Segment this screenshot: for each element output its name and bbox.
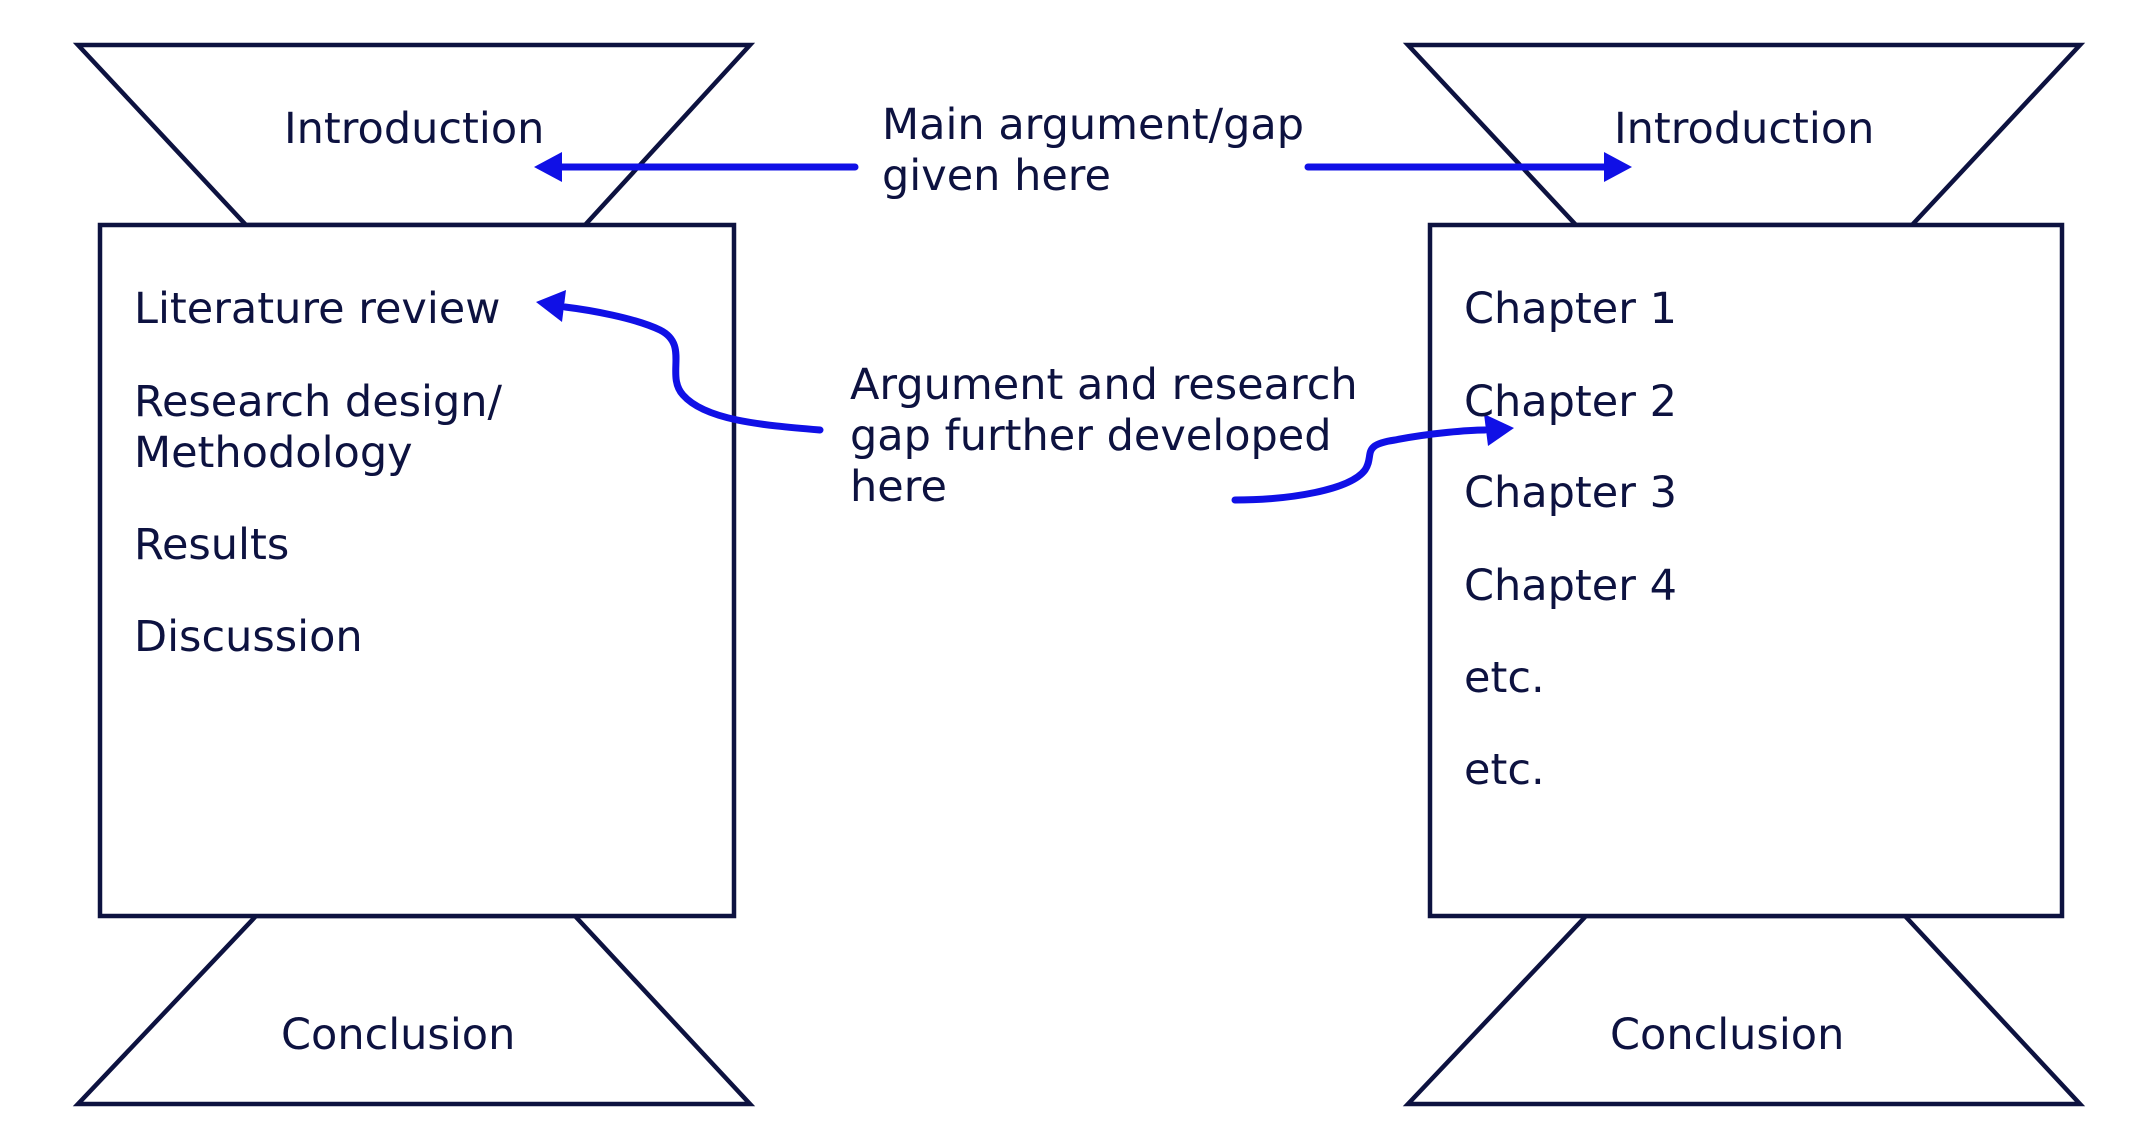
- right-body-item-etc-1: etc.: [1464, 653, 1545, 703]
- right-body-box: [1427, 222, 2065, 919]
- right-body-item-chapter-2: Chapter 2: [1464, 377, 1677, 427]
- left-body-item-discussion: Discussion: [134, 612, 363, 662]
- main-argument-annotation: Main argument/gap given here: [882, 100, 1305, 201]
- right-body-item-etc-2: etc.: [1464, 745, 1545, 795]
- arrowhead-right-introduction: [1604, 152, 1632, 182]
- arrowhead-chapter-2: [1484, 414, 1514, 446]
- arrow-to-chapter-2: [1231, 426, 1489, 504]
- right-body-item-chapter-3: Chapter 3: [1464, 468, 1677, 518]
- arrow-to-literature-review: [561, 303, 824, 434]
- argument-developed-annotation: Argument and research gap further develo…: [850, 360, 1358, 512]
- left-conclusion-label: Conclusion: [281, 1010, 516, 1060]
- left-body-item-literature-review: Literature review: [134, 284, 501, 334]
- right-body-item-chapter-1: Chapter 1: [1464, 284, 1677, 334]
- arrowhead-literature-review: [536, 290, 566, 322]
- left-body-item-results: Results: [134, 520, 290, 570]
- arrowhead-left-introduction: [534, 152, 562, 182]
- right-conclusion-label: Conclusion: [1610, 1010, 1845, 1060]
- left-body-item-research-design: Research design/ Methodology: [134, 377, 503, 478]
- right-body-item-chapter-4: Chapter 4: [1464, 561, 1677, 611]
- left-body-box: [97, 222, 737, 919]
- left-introduction-label: Introduction: [284, 104, 545, 154]
- right-introduction-label: Introduction: [1614, 104, 1875, 154]
